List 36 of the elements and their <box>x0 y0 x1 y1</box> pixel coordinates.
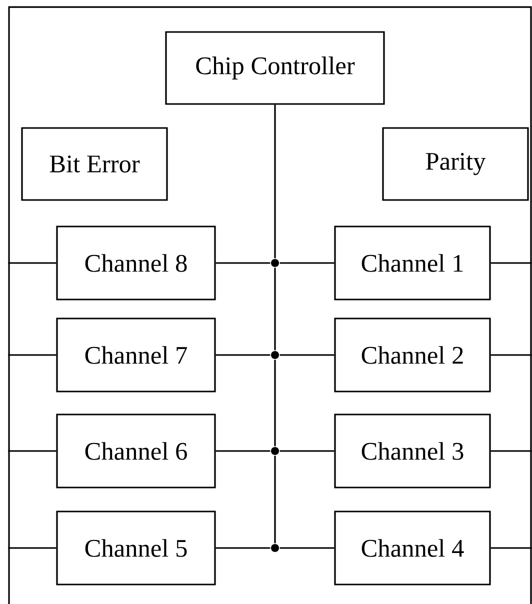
connector-line <box>280 450 334 452</box>
block-box: Channel 6 <box>56 414 216 488</box>
block-box: Channel 1 <box>334 226 491 300</box>
block-box: Chip Controller <box>165 31 385 105</box>
connector-line <box>216 450 270 452</box>
connector-line <box>280 354 334 356</box>
block-box: Parity <box>382 127 529 201</box>
connector-line <box>490 547 532 549</box>
block-box: Channel 4 <box>334 510 491 586</box>
block-box: Bit Error <box>21 127 168 201</box>
block-box: Channel 8 <box>56 226 216 300</box>
connector-line <box>280 547 334 549</box>
connector-line <box>274 360 276 446</box>
connector-line <box>274 456 276 544</box>
block-box: Channel 7 <box>56 318 216 392</box>
block-box: Channel 3 <box>334 414 491 488</box>
connector-line <box>274 104 276 258</box>
junction-dot <box>271 259 279 267</box>
connector-line <box>216 547 270 549</box>
junction-dot <box>271 447 279 455</box>
outer-frame <box>8 6 532 604</box>
connector-line <box>490 354 532 356</box>
block-box: Channel 5 <box>56 510 216 586</box>
connector-line <box>8 547 56 549</box>
junction-dot <box>271 351 279 359</box>
connector-line <box>216 354 270 356</box>
connector-line <box>280 262 334 264</box>
connector-line <box>8 450 56 452</box>
junction-dot <box>271 544 279 552</box>
connector-line <box>216 262 270 264</box>
connector-line <box>8 262 56 264</box>
block-box: Channel 2 <box>334 318 491 392</box>
connector-line <box>490 262 532 264</box>
connector-line <box>490 450 532 452</box>
connector-line <box>274 268 276 350</box>
connector-line <box>8 354 56 356</box>
